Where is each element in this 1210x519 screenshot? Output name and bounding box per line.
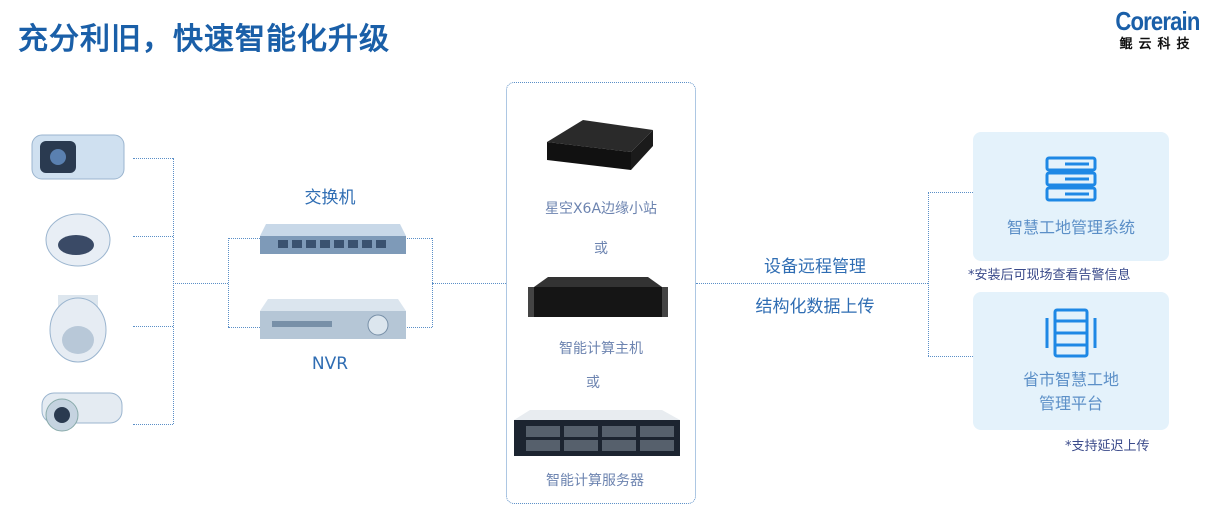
cameras	[31, 134, 125, 432]
server-rack-icon	[1045, 308, 1097, 358]
dome-camera-icon	[45, 213, 111, 267]
install-note: *安装后可现场查看告警信息	[968, 268, 1131, 283]
edge-station-label: 星空X6A边缘小站	[544, 201, 658, 217]
compute-device-group	[506, 82, 696, 504]
panel-title: 智慧工地管理系统	[1006, 218, 1135, 237]
remote-management-label: 设备远程管理	[764, 257, 866, 277]
delay-upload-note: *支持延迟上传	[1065, 439, 1150, 454]
ptz-camera-icon	[49, 295, 107, 363]
or-text: 或	[586, 375, 600, 391]
nvr-icon	[260, 299, 406, 339]
corerain-logo: Corerain 鲲云科技	[1108, 6, 1207, 52]
compute-host-label: 智能计算主机	[559, 341, 643, 357]
panel-title-line1: 省市智慧工地	[1022, 370, 1119, 389]
switch-label: 交换机	[304, 188, 356, 208]
bullet-camera-2-icon	[41, 392, 123, 432]
bullet-camera-icon	[31, 134, 125, 180]
or-text: 或	[594, 241, 608, 257]
logo-cn-text: 鲲云科技	[1119, 37, 1196, 52]
page-title: 充分利旧，快速智能化升级	[18, 22, 390, 57]
data-upload-label: 结构化数据上传	[755, 297, 875, 317]
panel-title-line2: 管理平台	[1038, 394, 1103, 413]
switch-icon	[260, 224, 406, 254]
compute-server-label: 智能计算服务器	[546, 473, 644, 489]
compute-host-image	[528, 277, 668, 317]
nvr-label: NVR	[311, 354, 349, 374]
provincial-platform-panel: 省市智慧工地 管理平台	[973, 292, 1169, 430]
compute-server-image	[514, 410, 680, 456]
edge-station-image	[547, 120, 653, 170]
server-stack-icon	[1045, 156, 1097, 202]
logo-text: Corerain	[1115, 6, 1200, 36]
site-management-panel: 智慧工地管理系统	[973, 132, 1169, 261]
